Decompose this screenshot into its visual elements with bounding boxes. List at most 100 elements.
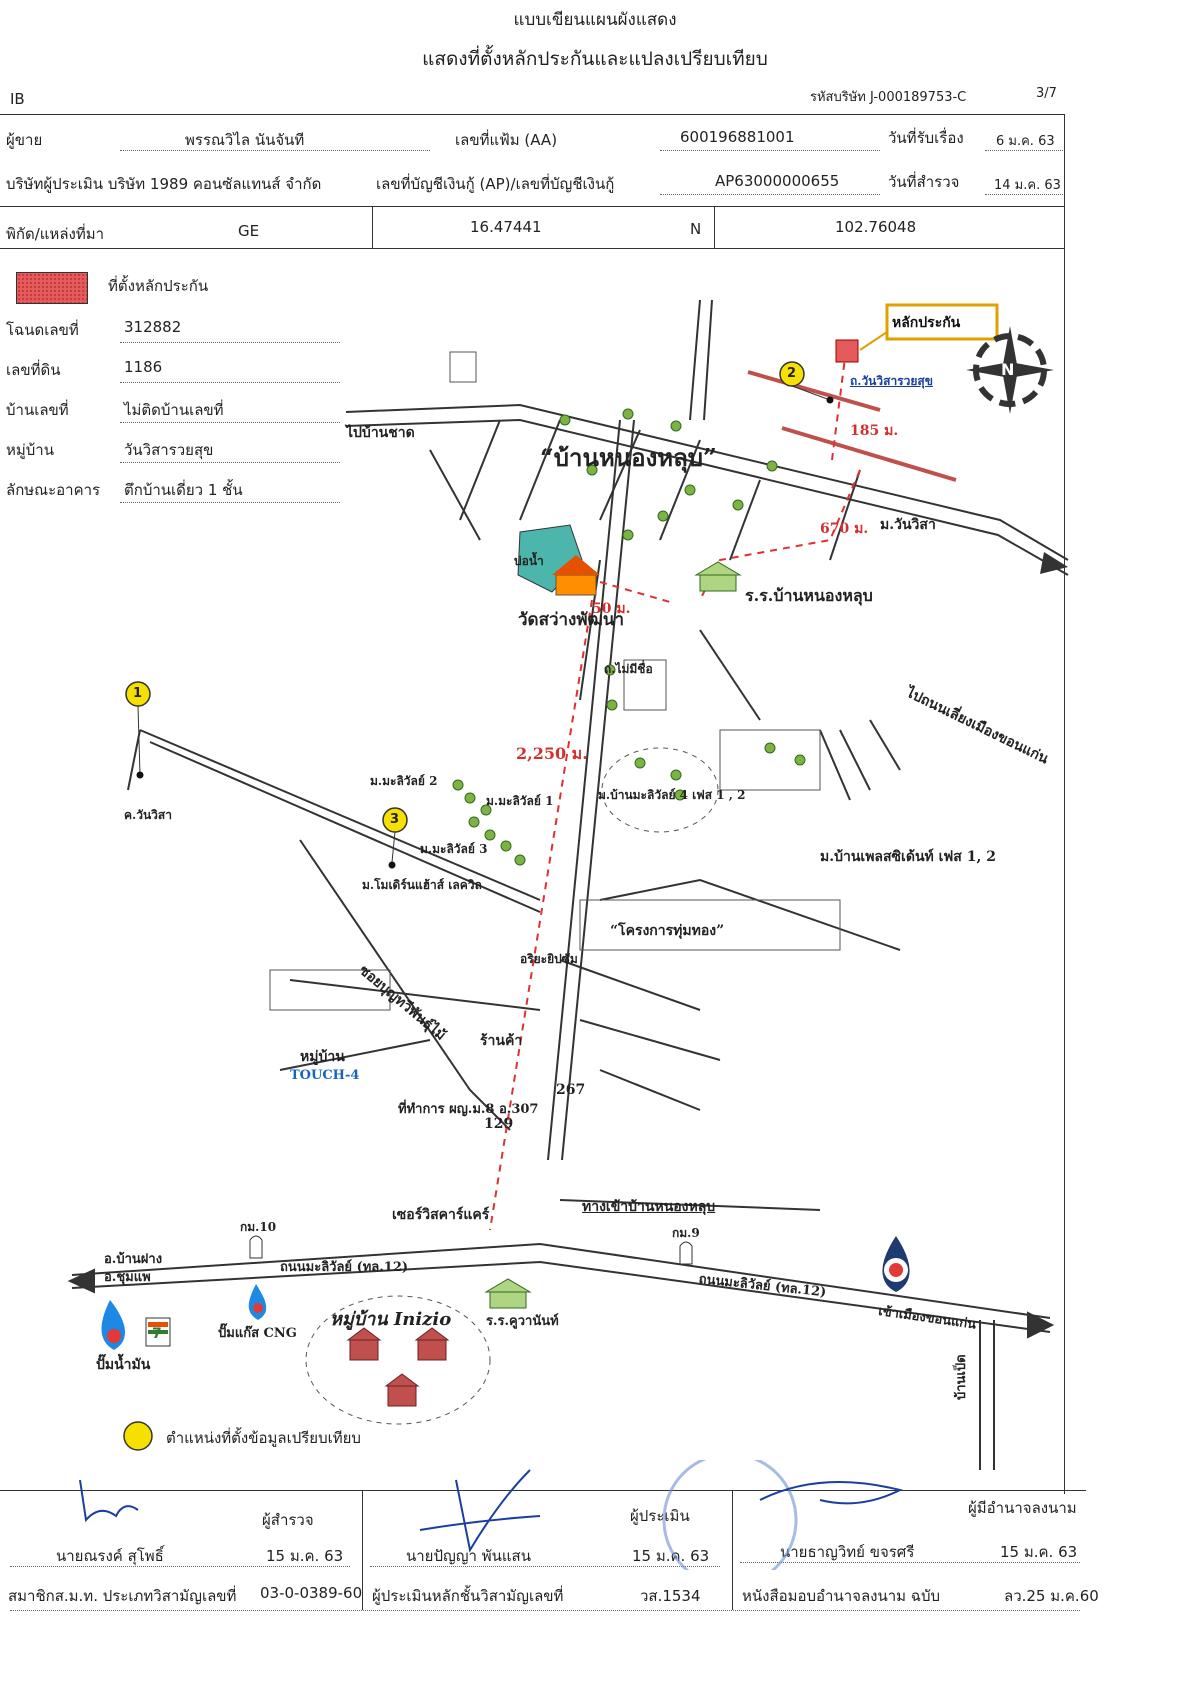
road-network [127, 299, 1069, 1470]
comparable-legend-marker [123, 1421, 153, 1451]
comparable-legend-label: ตำแหน่งที่ตั้งข้อมูลเปรียบเทียบ [166, 1429, 361, 1447]
legend-field-label: เลขที่ดิน [6, 361, 61, 379]
km10-label: กม.10 [240, 1220, 277, 1234]
distance-50: 50 ม. [592, 601, 631, 617]
survey-date: 14 ม.ค. 63 [994, 178, 1061, 193]
cng-label: ปั๊มแก๊ส CNG [218, 1326, 297, 1341]
collateral-tag: หลักประกัน [892, 315, 961, 331]
marker-2-number: 2 [787, 366, 797, 381]
file-label: เลขที่แฟ้ม (AA) [455, 131, 558, 149]
legend-field-value: ไม่ติดบ้านเลขที่ [124, 401, 224, 419]
tree-icons [452, 408, 806, 866]
authorized-date: 15 ม.ค. 63 [1000, 1543, 1078, 1561]
seller-label: ผู้ขาย [6, 131, 43, 149]
touch-village-line2: TOUCH-4 [290, 1068, 360, 1083]
soi-wanwisa: ถ.วันวิสารวยสุข [850, 374, 933, 388]
authorized-name: นายธาญวิทย์ ขจรศรี [780, 1543, 915, 1561]
legend-field-value: วันวิสารวยสุข [124, 441, 214, 459]
document-title-line2: แสดงที่ตั้งหลักประกันและแปลงเปรียบเทียบ [422, 48, 768, 70]
receive-label: วันที่รับเรื่อง [888, 129, 964, 147]
collateral-plot [835, 339, 859, 363]
m-mali1-label: ม.มะลิวัลย์ 1 [486, 794, 554, 808]
appraiser-member-no: วส.1534 [640, 1587, 701, 1605]
surveyor-name: นายณรงค์ สุโพธิ์ [56, 1547, 164, 1565]
collateral-roads [747, 370, 957, 482]
m-mali4-label: ม.บ้านมะลิวัลย์ 4 เฟส 1 , 2 [598, 788, 746, 802]
legend-field-value: ตึกบ้านเดี่ยว 1 ชั้น [124, 481, 243, 499]
school2-label: ร.ร.คูวานันท์ [486, 1314, 559, 1329]
receive-date: 6 ม.ค. 63 [996, 134, 1055, 149]
signatures [79, 1460, 903, 1570]
compass-n-label: N [1001, 360, 1015, 379]
marker-3-number: 3 [390, 812, 400, 827]
page-number: 3/7 [1036, 86, 1057, 101]
company-code: รหัสบริษัท J-000189753-C [810, 90, 967, 105]
account-number: AP63000000655 [715, 172, 840, 190]
ariya-label: อริยะยิปซั่ม [520, 952, 578, 966]
lat-direction: N [690, 220, 702, 238]
collateral-tag-box [885, 303, 999, 341]
project-label: “โครงการทุ่มทอง” [610, 923, 725, 939]
file-number: 600196881001 [680, 128, 795, 146]
number-267: 267 [556, 1082, 586, 1098]
legend-field-label: โฉนดเลขที่ [6, 321, 79, 339]
appraiser-date: 15 ม.ค. 63 [632, 1547, 710, 1565]
distance-185: 185 ม. [850, 423, 899, 439]
longitude: 102.76048 [835, 218, 917, 236]
survey-label: วันที่สำรวจ [888, 173, 960, 191]
touch-village-line1: หมู่บ้าน [300, 1049, 345, 1065]
highway-label-left: ถนนมะลิวัลย์ (ทล.12) [280, 1260, 409, 1275]
comparable-markers [125, 361, 834, 869]
marker-1-number: 1 [133, 686, 143, 701]
distance-670: 670 ม. [820, 521, 869, 537]
latitude: 16.47441 [470, 218, 542, 236]
shop-label: ร้านค้า [480, 1033, 523, 1049]
legend-field-value: 312882 [124, 318, 182, 336]
seller-name: พรรณวิไล นันจันที [185, 131, 305, 149]
building-blocks [269, 351, 841, 1011]
m-mali3-label: ม.มะลิวัลย์ 3 [420, 842, 488, 856]
coord-source-label: พิกัด/แหล่งที่มา [6, 225, 105, 243]
gas-station-label: ปั๊มน้ำมัน [96, 1357, 151, 1373]
chumphae-label: อ.ชุมแพ [104, 1270, 151, 1285]
service-label: เซอร์วิสคาร์แคร์ [392, 1207, 490, 1223]
to-ban-chat: ไปบ้านชาด [346, 425, 415, 441]
appraiser-role: ผู้ประเมิน [630, 1507, 690, 1525]
m-wanwisa-label: ม.วันวิสา [880, 517, 936, 533]
account-label: เลขที่บัญชีเงินกู้ (AP)/เลขที่บัญชีเงินก… [376, 175, 615, 193]
school-icons [484, 561, 742, 1309]
office-label: ที่ทำการ ผญ.ม.8 อ.307 [398, 1102, 539, 1117]
coord-source: GE [238, 222, 260, 240]
soi-nameless: ถ.ไม่มีชื่อ [604, 662, 653, 676]
temple-icon [552, 555, 600, 596]
village-title: “บ้านหนองหลุบ” [540, 443, 717, 472]
authorized-member-label: หนังสือมอบอำนาจลงนาม ฉบับ [742, 1587, 941, 1605]
inizio-houses [346, 1327, 450, 1407]
seven-eleven-icon [145, 1317, 171, 1347]
legend-field-label: บ้านเลขที่ [6, 401, 69, 419]
north-compass [966, 326, 1054, 414]
banfang-label: อ.บ้านฝาง [104, 1252, 163, 1267]
m-lakeville-label: ม.โมเดิร์นแฮ้าส์ เลควิล [362, 878, 482, 892]
header-left-code: IB [10, 90, 25, 108]
collateral-legend-label: ที่ตั้งหลักประกัน [108, 277, 209, 295]
legend-field-label: หมู่บ้าน [6, 441, 54, 459]
collateral-legend-swatch [16, 272, 88, 304]
surveyor-member-label: สมาชิกส.ม.ท. ประเภทวิสามัญเลขที่ [8, 1587, 237, 1605]
legend-field-label: ลักษณะอาคาร [6, 481, 101, 499]
gas-station-icons [101, 1236, 910, 1350]
authorized-member-no: ลว.25 ม.ค.60 [1004, 1587, 1099, 1605]
surveyor-role: ผู้สำรวจ [262, 1511, 314, 1529]
surveyor-member-no: 03-0-0389-60 [260, 1584, 363, 1602]
header-line [0, 114, 1065, 115]
legend-field-value: 1186 [124, 358, 163, 376]
km-posts [249, 1235, 693, 1265]
authorized-role: ผู้มีอำนาจลงนาม [968, 1499, 1077, 1517]
appraiser-member-label: ผู้ประเมินหลักชั้นวิสามัญเลขที่ [372, 1587, 564, 1605]
m-pleasant-label: ม.บ้านเพลสซิเด้นท์ เฟส 1, 2 [820, 849, 996, 865]
inizio-label: หมู่บ้าน Inizio [330, 1309, 452, 1330]
surveyor-date: 15 ม.ค. 63 [266, 1547, 344, 1565]
wat-label: วัดสว่างพัฒนา [518, 610, 625, 630]
k-wanwisa-label: ค.วันวิสา [124, 808, 172, 822]
